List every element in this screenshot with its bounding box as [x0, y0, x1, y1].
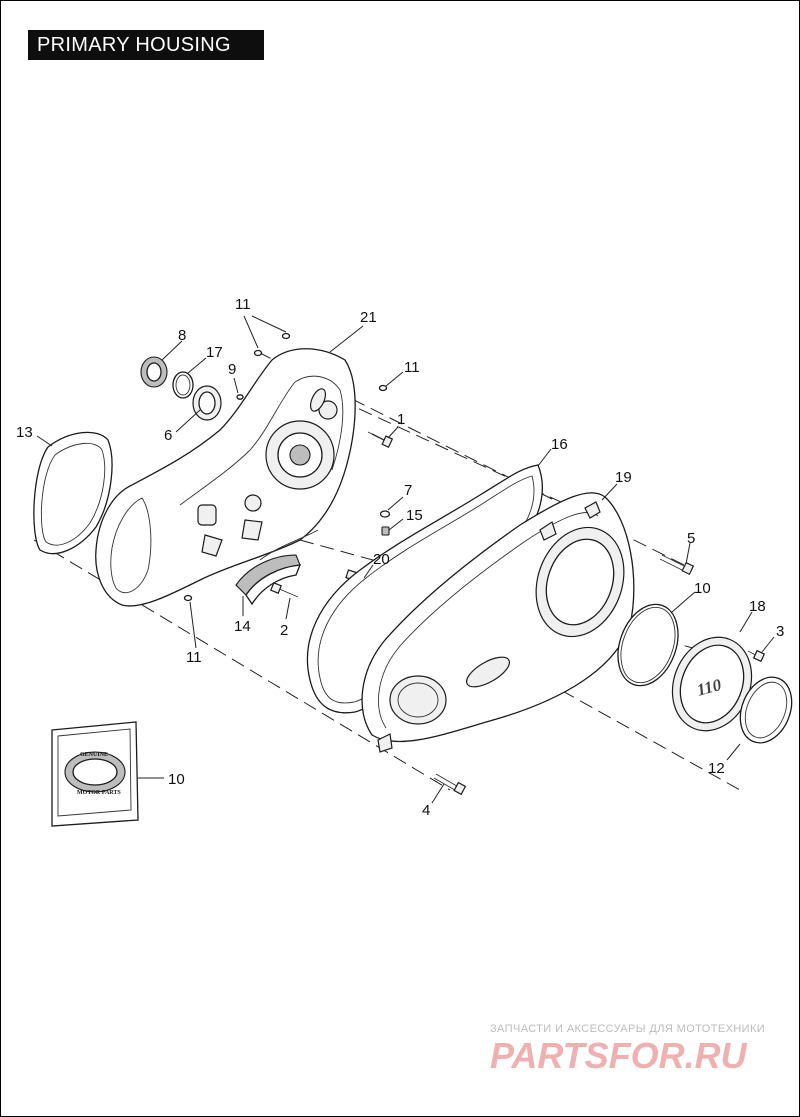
callout-3: 3 — [776, 623, 784, 640]
retaining-ring-17 — [172, 371, 194, 399]
callout-8: 8 — [178, 327, 186, 344]
o-ring-10 — [617, 603, 679, 687]
callout-16: 16 — [551, 436, 568, 453]
callout-labels: 11 21 11 8 17 9 6 13 1 7 15 20 14 2 11 1… — [16, 296, 784, 819]
callout-9: 9 — [228, 361, 236, 378]
callout-11-right: 11 — [404, 359, 420, 376]
callout-13: 13 — [16, 424, 33, 441]
callout-6: 6 — [164, 427, 172, 444]
callout-10-kit: 10 — [168, 771, 185, 788]
kit-box-line1: GENUINE — [80, 752, 108, 758]
callout-2: 2 — [280, 622, 288, 639]
gasket-12 — [739, 676, 793, 744]
watermark: ЗАПЧАСТИ И АКСЕССУАРЫ ДЛЯ МОТОТЕХНИКИ PA… — [490, 1023, 765, 1076]
callout-18: 18 — [749, 598, 766, 615]
oil-seal-8 — [140, 356, 168, 388]
derby-cover-18: 110 — [671, 636, 753, 732]
callout-11-bottom: 11 — [186, 649, 202, 666]
callout-19: 19 — [615, 469, 632, 486]
leader-lines — [36, 315, 775, 804]
callout-11-top: 11 — [235, 296, 251, 313]
callout-21: 21 — [360, 309, 377, 326]
callout-17: 17 — [206, 344, 223, 361]
callout-4: 4 — [422, 802, 430, 819]
callout-5: 5 — [687, 530, 695, 547]
watermark-tagline: ЗАПЧАСТИ И АКСЕССУАРЫ ДЛЯ МОТОТЕХНИКИ — [490, 1023, 765, 1035]
callout-12: 12 — [708, 760, 725, 777]
callout-10-ring: 10 — [694, 580, 711, 597]
callout-1: 1 — [397, 411, 405, 428]
callout-7: 7 — [404, 482, 412, 499]
watermark-brand: PARTSFOR.RU — [490, 1035, 748, 1076]
callout-20: 20 — [373, 551, 390, 568]
callout-14: 14 — [234, 618, 251, 635]
inner-primary-housing-21 — [95, 348, 356, 607]
outer-primary-cover-19 — [361, 492, 635, 753]
bearing-6 — [192, 385, 222, 421]
genuine-parts-kit-box: GENUINE MOTOR PARTS — [51, 721, 139, 827]
page-title: PRIMARY HOUSING — [28, 30, 264, 60]
chain-adjuster-14 — [235, 554, 302, 606]
kit-box-line2: MOTOR PARTS — [77, 790, 121, 796]
gasket-13 — [33, 431, 113, 555]
callout-15: 15 — [406, 507, 423, 524]
